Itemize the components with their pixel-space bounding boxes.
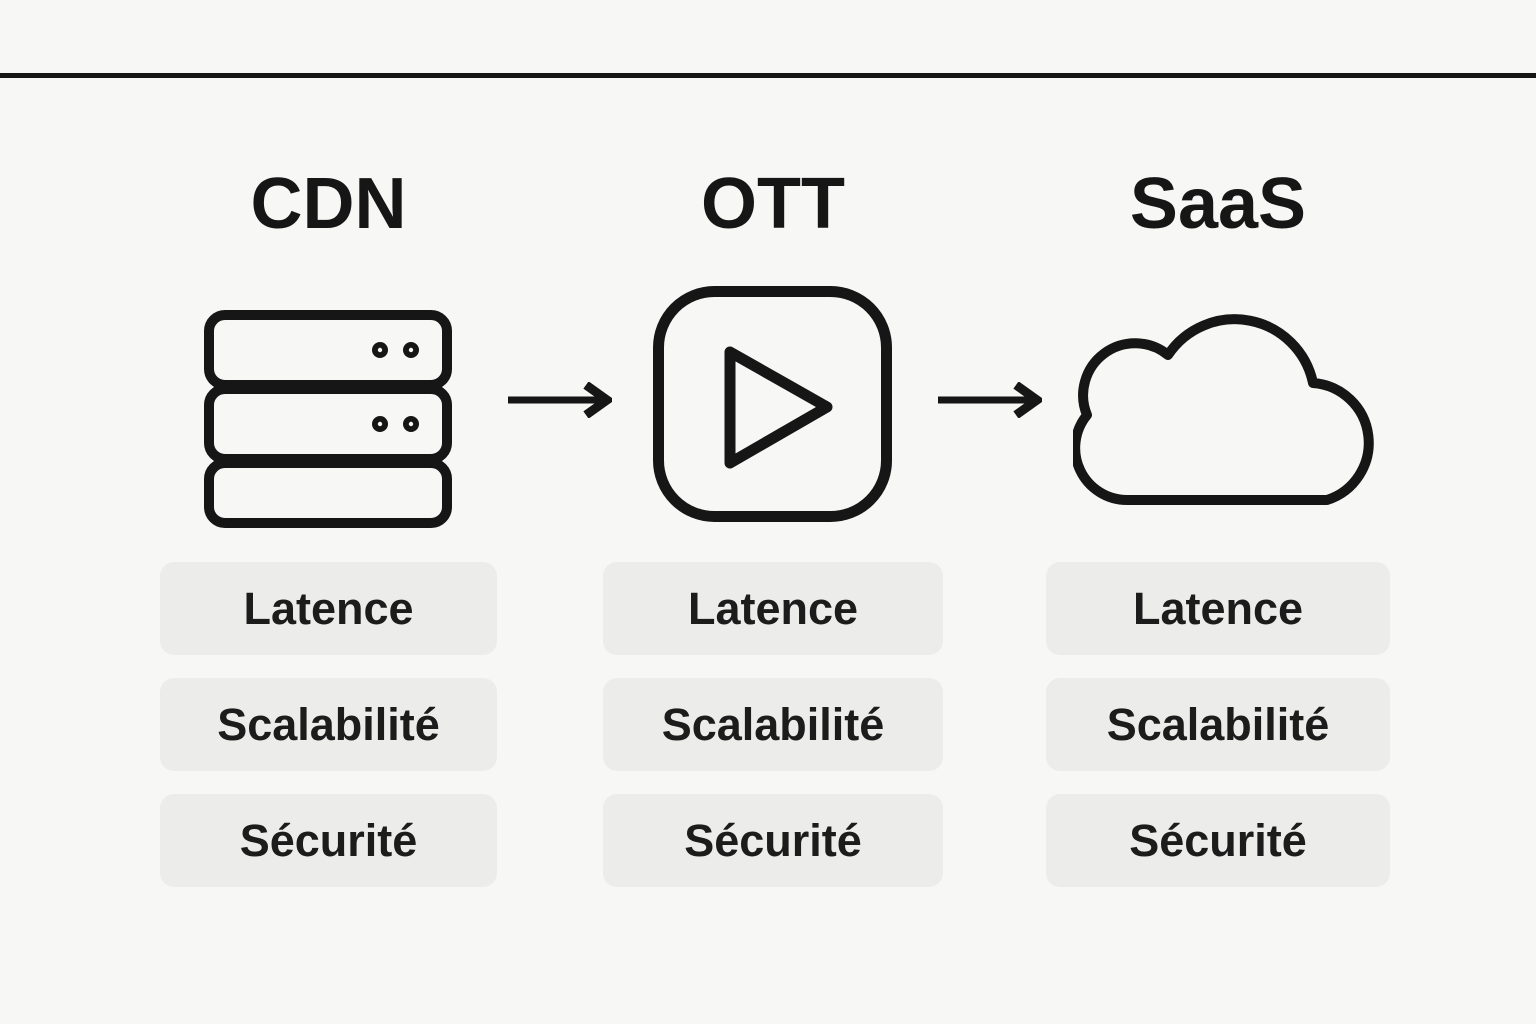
feature-pill: Latence (603, 562, 943, 655)
server-stack-icon (204, 310, 452, 528)
feature-label: Latence (243, 582, 414, 634)
feature-pill: Sécurité (603, 794, 943, 887)
flow-arrow-ott-to-saas (937, 381, 1045, 423)
feature-pill: Sécurité (160, 794, 497, 887)
top-divider-rule (0, 73, 1536, 78)
arrow-right-icon (938, 381, 1045, 419)
feature-label: Scalabilité (217, 698, 440, 750)
feature-label: Sécurité (1129, 814, 1307, 866)
feature-pill: Sécurité (1046, 794, 1390, 887)
column-saas: SaaS Latence Scalabilité Sécurité (1046, 0, 1390, 1024)
feature-label: Scalabilité (1106, 698, 1330, 750)
flow-arrow-cdn-to-ott (507, 381, 615, 423)
feature-label: Scalabilité (661, 698, 885, 750)
feature-pill: Latence (160, 562, 497, 655)
feature-pill: Scalabilité (1046, 678, 1390, 771)
feature-label: Latence (687, 582, 859, 634)
column-title: CDN (250, 164, 407, 244)
feature-pill: Latence (1046, 562, 1390, 655)
column-title: OTT (701, 164, 845, 244)
feature-label: Latence (1132, 582, 1304, 634)
play-video-icon (653, 286, 892, 522)
column-ott: OTT Latence Scalabilité Sécurité (603, 0, 943, 1024)
column-title: SaaS (1129, 164, 1307, 244)
feature-pill: Scalabilité (603, 678, 943, 771)
arrow-right-icon (508, 381, 615, 419)
feature-label: Sécurité (239, 814, 418, 866)
feature-pill: Scalabilité (160, 678, 497, 771)
feature-label: Sécurité (684, 814, 862, 866)
column-cdn: CDN Latence (160, 0, 497, 1024)
cloud-icon (1073, 314, 1374, 505)
